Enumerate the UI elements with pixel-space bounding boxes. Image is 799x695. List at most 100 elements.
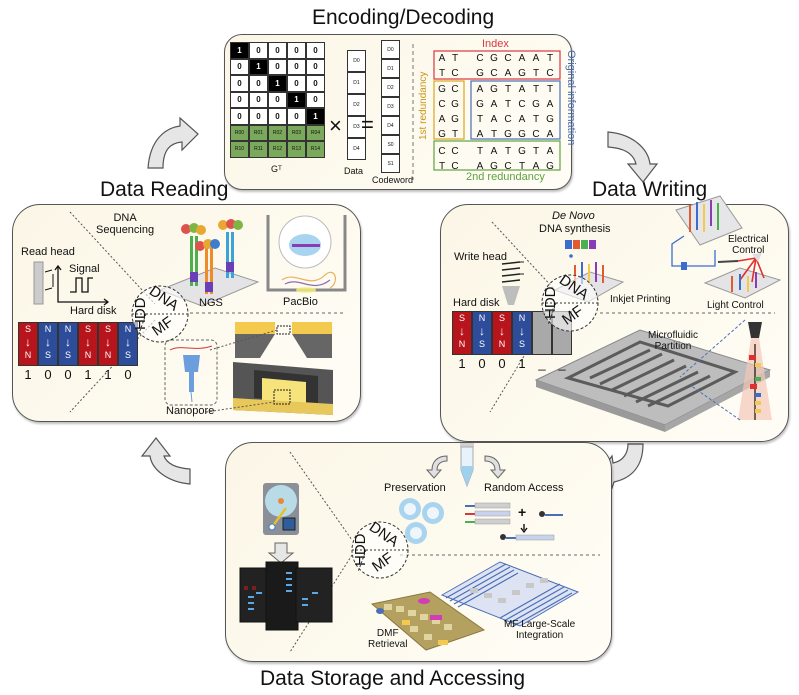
base-letter: A <box>546 99 554 110</box>
ngs-strands-icon <box>181 219 243 294</box>
vector-cell: D3 <box>347 116 366 138</box>
bit-value: 0 <box>64 367 72 382</box>
matrix-cell: 1 <box>306 108 325 125</box>
server-rack-icon <box>239 561 333 631</box>
signal-label: Signal <box>69 263 100 275</box>
base-letter: A <box>546 146 554 157</box>
redundancy-cell: R04 <box>306 124 325 141</box>
bit-value: 0 <box>124 367 132 382</box>
redundancy-cell: R03 <box>287 124 306 141</box>
base-letter: T <box>504 99 512 110</box>
first-redundancy-box <box>433 80 465 140</box>
base-letter: T <box>476 114 484 125</box>
base-letter: G <box>476 99 484 110</box>
bit-top-pole: S <box>104 324 111 334</box>
vector-cell: D3 <box>381 97 400 116</box>
base-letter: G <box>518 68 526 79</box>
base-letter: A <box>438 53 446 64</box>
preservation-label: Preservation <box>384 482 446 494</box>
hub-hdd-label: HDD <box>132 297 149 331</box>
magnetic-bit: S↓N <box>98 322 118 366</box>
bit-value: _ <box>558 356 566 371</box>
matrix-cell: 0 <box>268 42 287 59</box>
matrix-cell: 1 <box>287 91 306 108</box>
hard-disk-label-reading: Hard disk <box>70 305 117 317</box>
matrix-cell: 0 <box>249 42 268 59</box>
base-letter: A <box>518 114 526 125</box>
base-letter: G <box>518 146 526 157</box>
hub-hdd-label: HDD <box>542 286 559 320</box>
matrix-cell: 0 <box>230 108 249 125</box>
bit-top-pole: N <box>124 324 132 334</box>
bit-arrow-icon: ↓ <box>479 324 485 338</box>
times-sign: × <box>329 113 342 138</box>
base-letter: G <box>451 99 459 110</box>
base-letter: G <box>546 114 554 125</box>
vector-cell: D0 <box>381 40 400 59</box>
magnetic-bit: S↓N <box>452 311 472 355</box>
redundancy-cell: R14 <box>306 141 325 158</box>
bit-arrow-icon: ↓ <box>65 335 71 349</box>
base-letter: G <box>490 161 498 172</box>
index-box <box>433 50 561 80</box>
bit-value: 1 <box>518 356 526 371</box>
matrix-cell: 0 <box>287 108 306 125</box>
base-letter: C <box>532 129 540 140</box>
base-letter: C <box>451 68 459 79</box>
second-redundancy-box <box>433 140 561 171</box>
bit-top-pole: S <box>24 324 31 334</box>
base-letter: C <box>546 68 554 79</box>
dna-synthesis-label: DNA synthesis <box>539 223 611 235</box>
matrix-cell: 1 <box>268 75 287 92</box>
de-novo-label: De Novo <box>552 210 595 222</box>
base-letter: T <box>438 161 446 172</box>
bit-bottom-pole: N <box>24 350 32 360</box>
bit-value: _ <box>538 356 546 371</box>
base-letter: A <box>490 146 498 157</box>
bit-bottom-pole: S <box>124 350 131 360</box>
svg-text:+: + <box>518 504 526 520</box>
matrix-cell: 0 <box>230 91 249 108</box>
mf-lsi-chip-icon <box>440 561 580 627</box>
arrow-encoding-to-writing-icon <box>607 131 659 183</box>
bit-value: 1 <box>24 367 32 382</box>
vector-cell: S1 <box>381 154 400 173</box>
bit-value: 1 <box>104 367 112 382</box>
index-label: Index <box>482 38 509 50</box>
hard-disk-label-writing: Hard disk <box>453 297 500 309</box>
down-arrow-icon <box>267 542 295 564</box>
base-letter: A <box>518 53 526 64</box>
base-letter: G <box>476 68 484 79</box>
bit-arrow-icon: ↓ <box>45 335 51 349</box>
light-control-label: Light Control <box>707 300 764 311</box>
base-letter: T <box>451 129 459 140</box>
base-letter: A <box>476 161 484 172</box>
hdd-drive-icon <box>263 483 299 535</box>
matrix-cell: 1 <box>249 58 268 75</box>
bit-arrow-icon: ↓ <box>105 335 111 349</box>
title-encoding-decoding: Encoding/Decoding <box>312 6 495 29</box>
preservation-arrow-icon <box>425 455 448 479</box>
bit-bottom-pole: S <box>44 350 51 360</box>
bit-bottom-pole: N <box>458 339 466 349</box>
base-letter: T <box>504 84 512 95</box>
base-letter: T <box>476 146 484 157</box>
base-letter: A <box>490 99 498 110</box>
bit-top-pole: S <box>84 324 91 334</box>
magnetic-bit: N↓S <box>38 322 58 366</box>
bit-arrow-icon: ↓ <box>459 324 465 338</box>
light-control-chip-icon <box>703 267 782 299</box>
matrix-cell: 0 <box>287 42 306 59</box>
matrix-cell: 0 <box>268 58 287 75</box>
bit-top-pole: N <box>518 313 526 323</box>
base-letter: C <box>438 99 446 110</box>
bit-bottom-pole: S <box>518 339 525 349</box>
droplet-nozzle-icon <box>748 322 762 338</box>
membrane-top-icon <box>235 322 275 334</box>
bit-bottom-pole: N <box>104 350 112 360</box>
original-info-box <box>470 80 561 140</box>
base-letter: T <box>546 53 554 64</box>
